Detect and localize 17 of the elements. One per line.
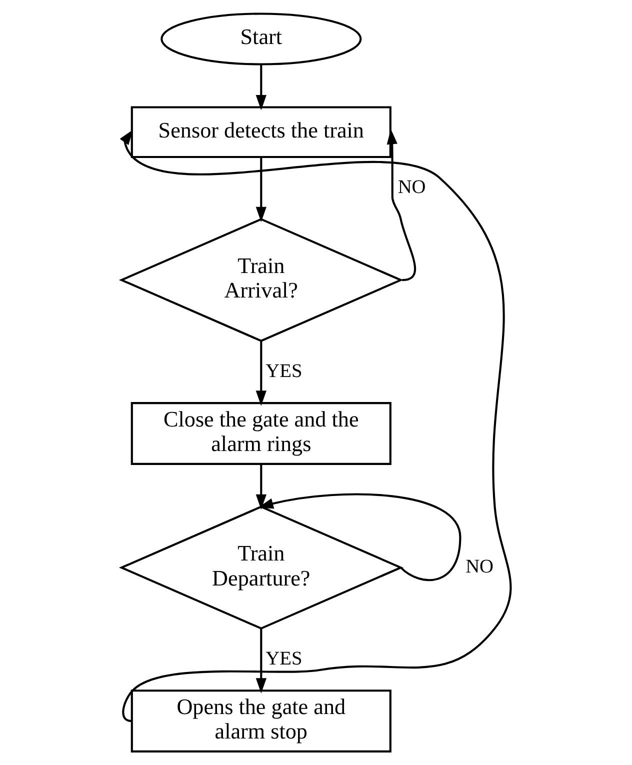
arrow	[255, 464, 266, 510]
node-box: Close the gate and the alarm rings	[130, 402, 391, 465]
node-ellipse: Start	[160, 12, 362, 66]
node-diamond: Train Departure?	[118, 506, 403, 630]
edge-label: YES	[265, 648, 302, 670]
edge-label: NO	[397, 177, 426, 198]
arrow	[255, 340, 266, 406]
node-box: Opens the gate and alarm stop	[130, 690, 391, 752]
arrow	[258, 493, 461, 581]
arrow	[255, 64, 266, 110]
arrow	[255, 157, 266, 222]
node-box: Sensor detects the train	[130, 106, 391, 158]
node-diamond: Train Arrival?	[118, 218, 403, 342]
arrow	[255, 628, 266, 694]
edge-label: YES	[265, 361, 302, 382]
arrow	[119, 130, 512, 722]
edge-label: NO	[465, 556, 494, 578]
